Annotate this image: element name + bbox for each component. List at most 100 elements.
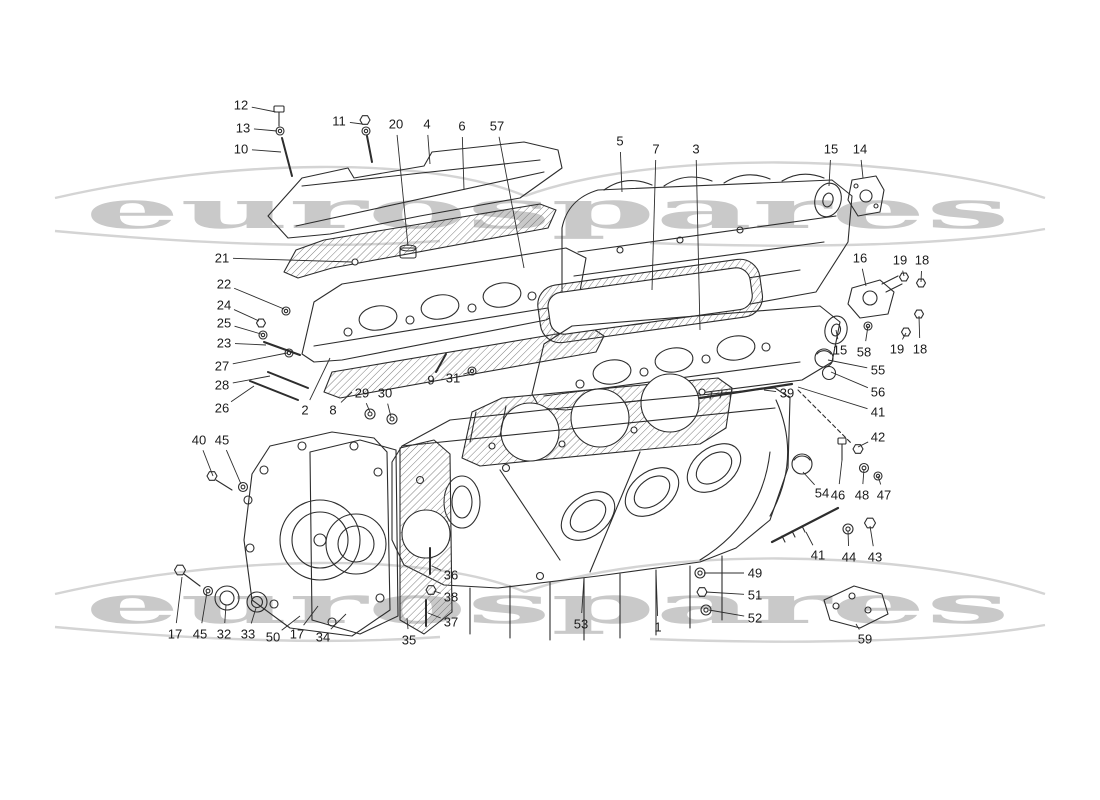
part-callout-48: 48 (854, 487, 870, 503)
part-callout-13: 13 (235, 120, 251, 136)
core-plug-55 (814, 348, 834, 368)
part-callout-32: 32 (216, 626, 232, 642)
part-callout-26: 26 (214, 400, 230, 416)
part-callout-43: 43 (867, 549, 883, 565)
part-callout-27: 27 (214, 358, 230, 374)
leader-line-41 (797, 386, 868, 410)
part-callout-14: 14 (852, 141, 868, 157)
core-plug-56 (821, 365, 837, 381)
leader-line-26 (230, 385, 255, 403)
part-callout-49: 49 (747, 565, 763, 581)
leader-line-17 (175, 576, 183, 624)
part-callout-35: 35 (401, 632, 417, 648)
leader-line-45 (201, 591, 208, 624)
leader-line-24 (233, 309, 260, 322)
leader-line-45 (225, 449, 242, 485)
watermark-text-bottom: eurospares (85, 575, 1010, 636)
part-callout-7: 7 (652, 141, 660, 157)
leader-line-15 (828, 159, 831, 187)
part-callout-18: 18 (912, 341, 928, 357)
leader-line-57 (498, 136, 525, 269)
left-cam-cover-gasket (283, 203, 557, 279)
leader-line-14 (860, 159, 864, 179)
water-outlet-16 (847, 275, 903, 319)
ring-33 (246, 591, 268, 613)
part-callout-25: 25 (216, 315, 232, 331)
part-callout-41: 41 (810, 547, 826, 563)
leader-line-58 (865, 325, 869, 342)
part-callout-4: 4 (423, 116, 431, 132)
part-callout-28: 28 (214, 377, 230, 393)
front-inner-cover (309, 439, 399, 635)
leader-line-48 (862, 468, 865, 485)
plug-30 (386, 413, 398, 425)
leader-line-10 (251, 149, 282, 153)
leader-line-19 (902, 270, 905, 277)
part-callout-16: 16 (852, 250, 868, 266)
right-cam-cover-gasket (537, 258, 764, 344)
part-callout-18: 18 (914, 252, 930, 268)
leader-line-38 (433, 590, 441, 594)
part-callout-8: 8 (329, 402, 337, 418)
part-callout-10: 10 (233, 141, 249, 157)
cup-plug-54 (791, 453, 813, 475)
part-callout-1: 1 (654, 619, 662, 635)
stud-10 (281, 137, 293, 177)
part-callout-24: 24 (216, 297, 232, 313)
part-callout-17: 17 (167, 626, 183, 642)
bolt-shaft-40 (215, 479, 233, 491)
part-callout-40: 40 (191, 432, 207, 448)
leader-line-4 (427, 134, 431, 165)
leader-line-30 (387, 403, 392, 418)
leader-line-51 (705, 591, 745, 595)
seal-32 (214, 585, 240, 611)
part-callout-38: 38 (443, 589, 459, 605)
leader-line-50 (281, 615, 301, 631)
cover-plate-59 (823, 585, 889, 629)
gasket-15-top (814, 182, 842, 218)
part-callout-51: 51 (747, 587, 763, 603)
leader-line-46 (838, 459, 843, 485)
left-cylinder-head (301, 244, 587, 363)
part-callout-58: 58 (856, 344, 872, 360)
leader-line-52 (708, 609, 745, 617)
part-callout-12: 12 (233, 97, 249, 113)
bolt-12 (273, 105, 285, 127)
leader-line-3 (695, 159, 701, 331)
part-callout-45: 45 (214, 432, 230, 448)
leader-line-22 (233, 287, 285, 310)
leader-line-32 (224, 604, 227, 624)
part-callout-36: 36 (443, 567, 459, 583)
leader-line-25 (234, 325, 262, 335)
part-callout-52: 52 (747, 610, 763, 626)
leader-line-42 (857, 441, 869, 448)
part-callout-31: 31 (445, 370, 461, 386)
leader-line-41 (805, 531, 814, 546)
part-callout-22: 22 (216, 276, 232, 292)
leader-line-12 (251, 106, 277, 113)
leader-line-43 (869, 525, 874, 547)
leader-line-56 (830, 371, 869, 389)
leader-line-34 (330, 613, 347, 630)
part-callout-41: 41 (870, 404, 886, 420)
watermark-band-top (54, 161, 1046, 247)
stud-9 (435, 353, 447, 373)
part-callout-44: 44 (841, 549, 857, 565)
stud-23 (263, 341, 301, 356)
leader-line-18 (920, 270, 922, 283)
leader-line-36 (431, 565, 442, 571)
leader-line-21 (232, 257, 353, 263)
part-callout-42: 42 (870, 429, 886, 445)
leader-line-20 (396, 134, 409, 247)
stud-26 (249, 380, 299, 401)
part-callout-17: 17 (289, 626, 305, 642)
part-callout-29: 29 (354, 385, 370, 401)
leader-line-53 (581, 577, 585, 614)
part-callout-21: 21 (214, 250, 230, 266)
blanking-flange-14 (847, 175, 885, 217)
leader-line-23 (234, 343, 267, 346)
watermark-band-bottom (54, 557, 1046, 643)
leader-line-44 (847, 530, 850, 547)
part-callout-59: 59 (857, 631, 873, 647)
